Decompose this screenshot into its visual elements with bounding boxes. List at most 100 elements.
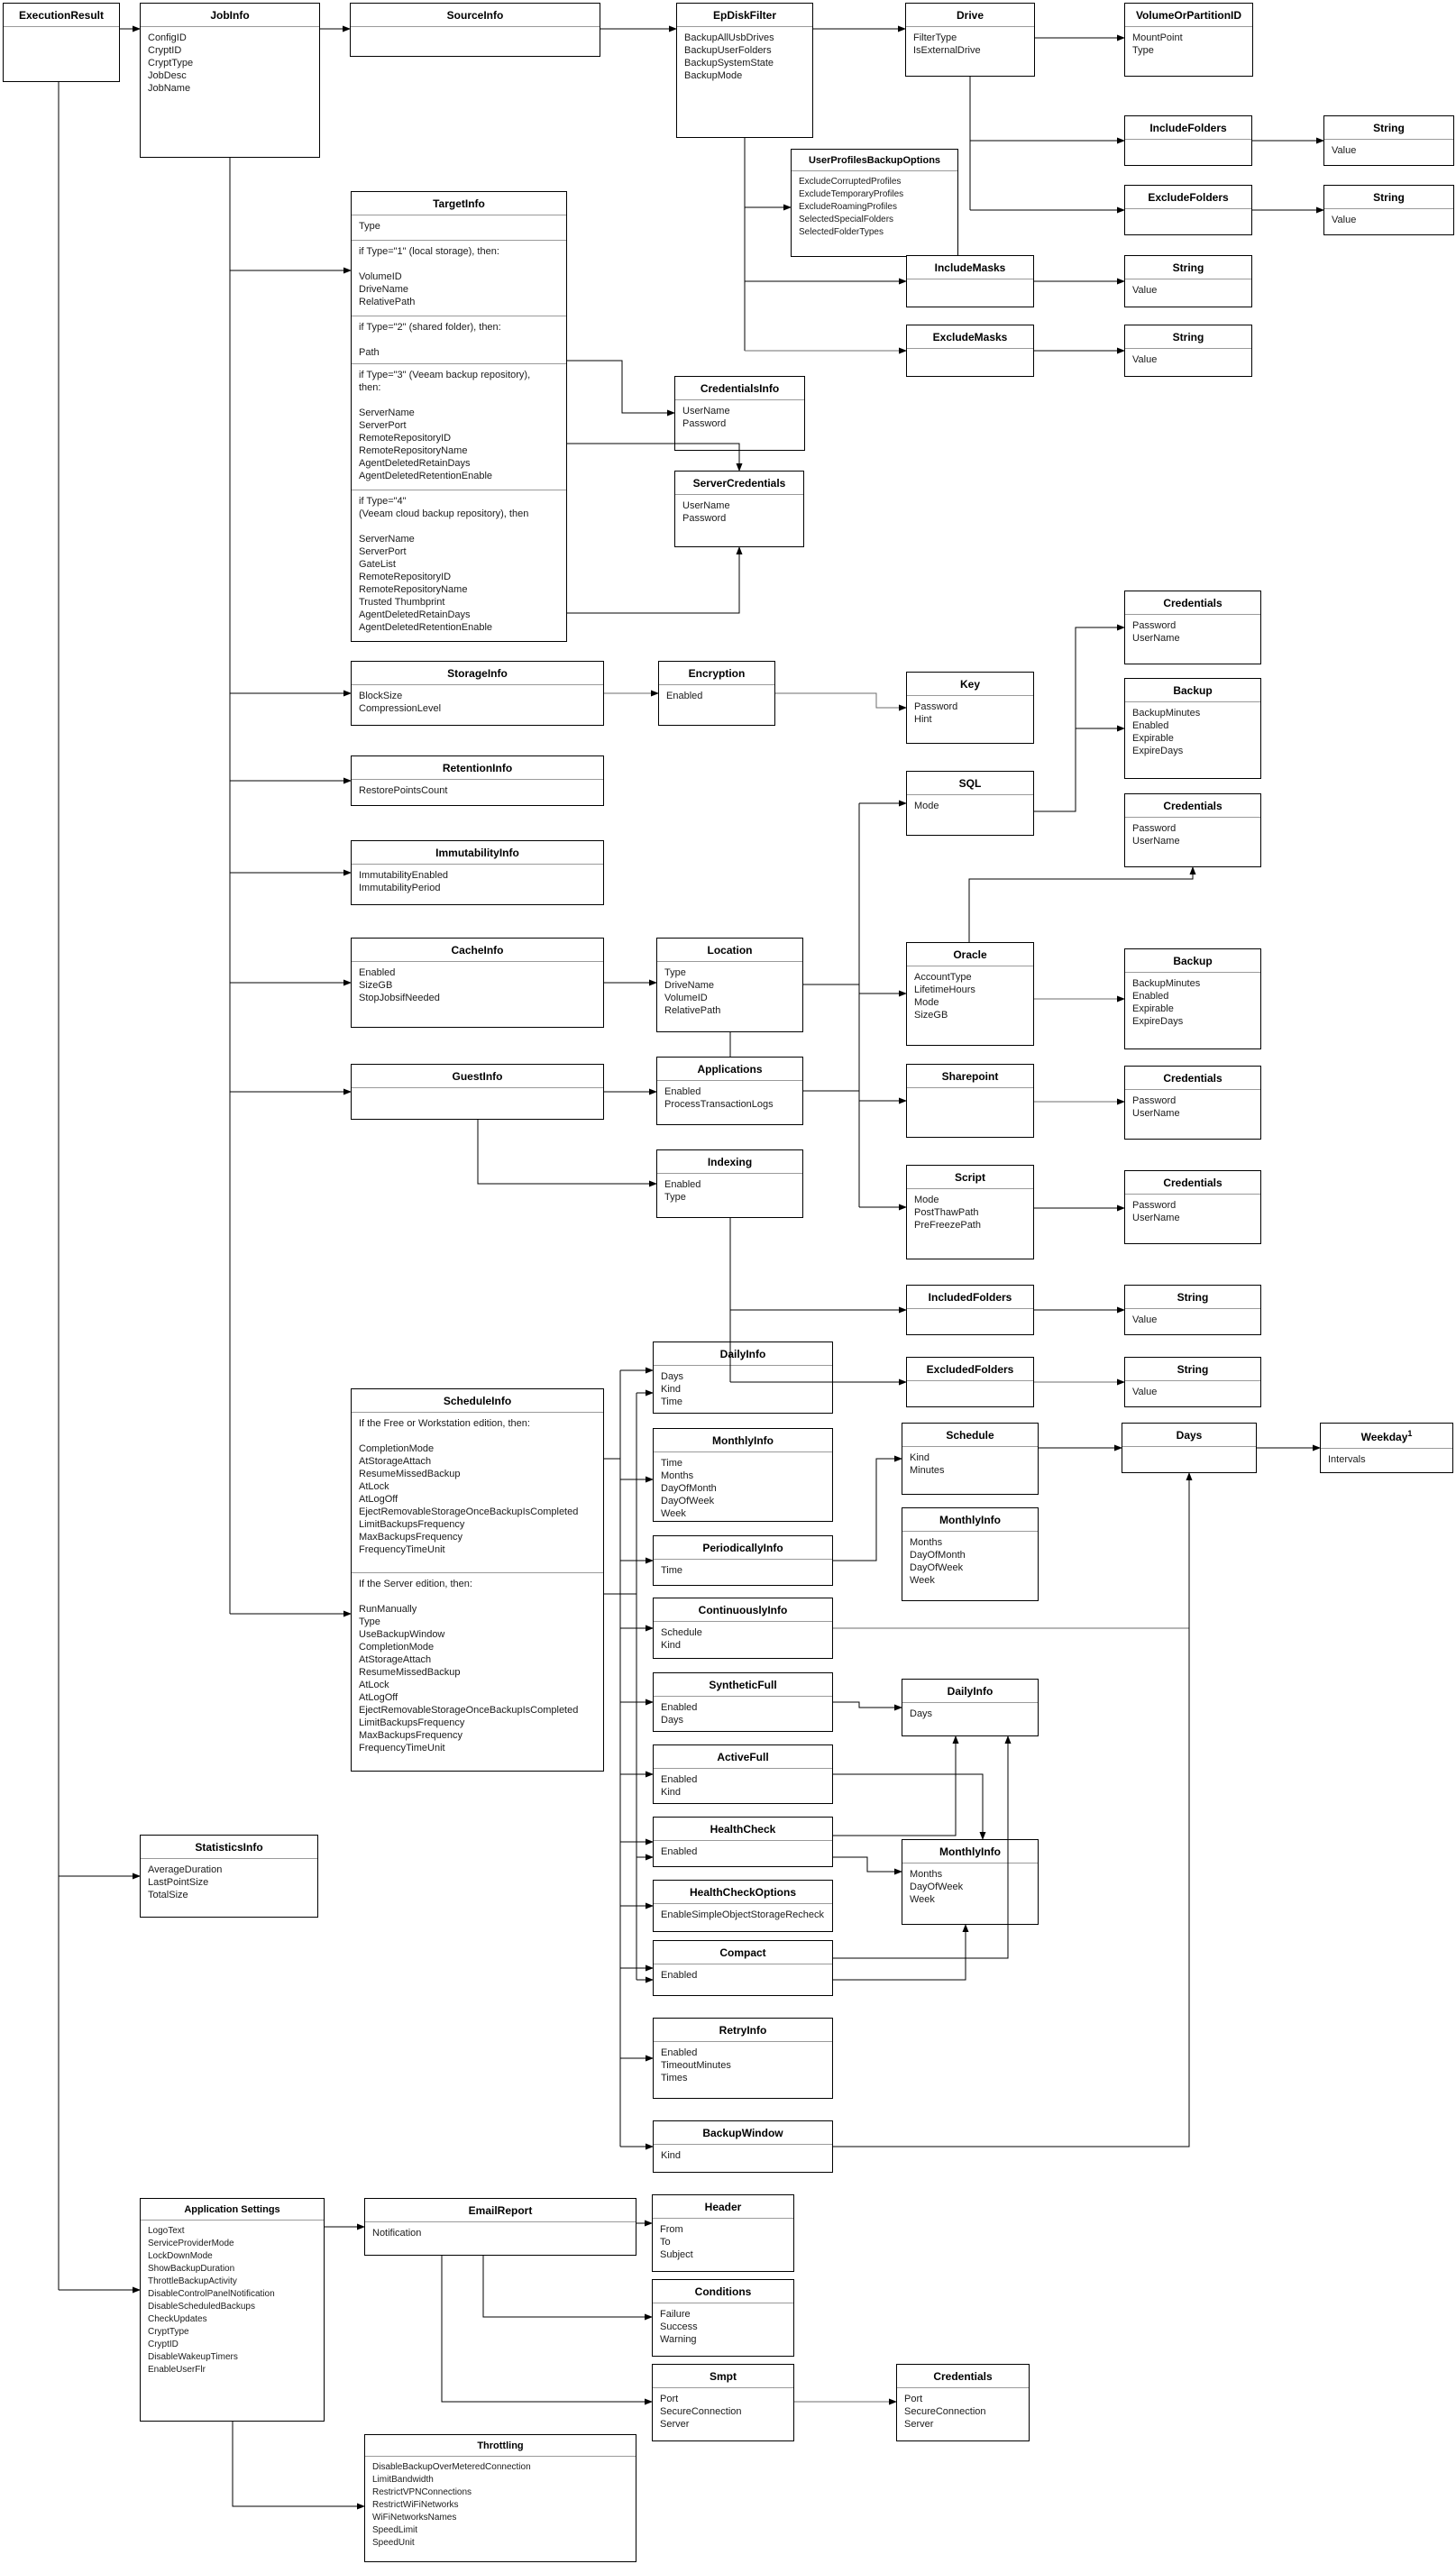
entity-box-sharepoint[interactable]: Sharepoint	[906, 1064, 1034, 1138]
entity-section: Value	[1125, 279, 1251, 307]
entity-field: DayOfMonth	[661, 1483, 717, 1494]
entity-box-source-info[interactable]: SourceInfo	[350, 3, 600, 57]
entity-title-text: VolumeOrPartitionID	[1135, 9, 1242, 22]
entity-box-exclude-folders[interactable]: ExcludeFolders	[1124, 185, 1252, 235]
entity-box-execution-result[interactable]: ExecutionResult	[3, 3, 120, 82]
entity-body: Value	[1324, 140, 1453, 165]
entity-body	[1125, 140, 1251, 165]
entity-box-guest-info[interactable]: GuestInfo	[351, 1064, 604, 1120]
entity-box-include-folders[interactable]: IncludeFolders	[1124, 115, 1252, 166]
entity-box-included-folders[interactable]: IncludedFolders	[906, 1285, 1034, 1335]
entity-box-days[interactable]: Days	[1122, 1423, 1257, 1473]
entity-field: AtStorageAttach	[359, 1654, 432, 1665]
entity-title-text: ContinuouslyInfo	[698, 1604, 788, 1616]
entity-field: TotalSize	[148, 1890, 188, 1900]
entity-box-exclude-masks[interactable]: ExcludeMasks	[906, 325, 1034, 377]
entity-field: Password	[1132, 620, 1177, 631]
entity-field: Failure	[660, 2309, 691, 2320]
entity-field: JobName	[148, 83, 191, 94]
entity-field: If the Free or Workstation edition, then…	[359, 1418, 530, 1429]
entity-field: Type	[359, 1616, 380, 1627]
entity-field: ServerName	[359, 534, 415, 545]
entity-field: VolumeID	[664, 993, 708, 1003]
entity-field: Path	[359, 347, 380, 358]
entity-field: RestrictWiFiNetworks	[372, 2500, 459, 2510]
entity-field: Mode	[914, 997, 939, 1008]
entity-box-include-masks[interactable]: IncludeMasks	[906, 255, 1034, 307]
entity-title-text: Indexing	[707, 1156, 753, 1168]
entity-field: CryptType	[148, 2327, 189, 2337]
entity-field: Days	[661, 1715, 684, 1726]
entity-title-text: String	[1172, 261, 1204, 274]
entity-section: Intervals	[1321, 1449, 1452, 1472]
entity-box-excluded-folders[interactable]: ExcludedFolders	[906, 1357, 1034, 1407]
entity-title-text: GuestInfo	[452, 1070, 503, 1083]
entity-field: RunManually	[359, 1604, 417, 1615]
entity-field: Expirable	[1132, 1003, 1174, 1014]
entity-field: RemoteRepositoryName	[359, 445, 468, 456]
entity-field: ExcludeTemporaryProfiles	[799, 189, 904, 199]
entity-section: Value	[1125, 349, 1251, 376]
